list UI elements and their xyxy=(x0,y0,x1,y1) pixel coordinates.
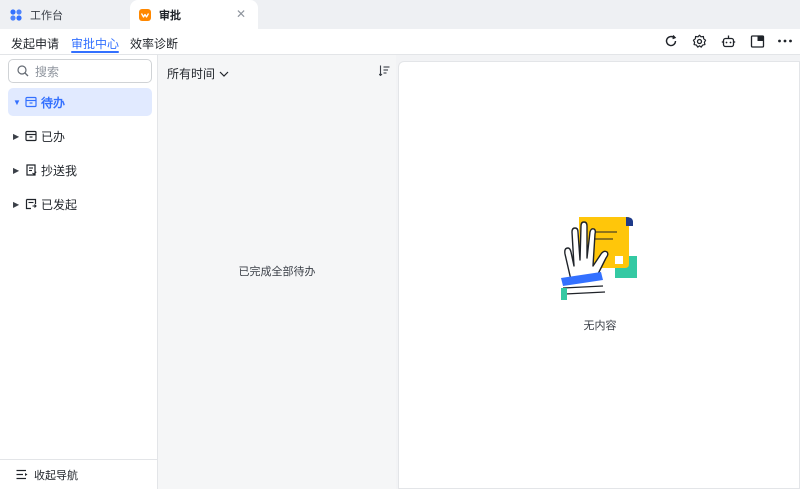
sidebar-item-done[interactable]: ▶ 已办 xyxy=(8,122,152,150)
active-tab-underline xyxy=(71,51,120,53)
refresh-icon[interactable] xyxy=(662,32,680,50)
approval-app-icon xyxy=(139,8,151,21)
cc-doc-icon xyxy=(25,164,37,176)
caret-right-icon: ▶ xyxy=(13,165,20,175)
caret-right-icon: ▶ xyxy=(13,199,20,209)
workbench-icon xyxy=(10,8,22,21)
time-filter-label: 所有时间 xyxy=(167,67,216,81)
time-filter-dropdown[interactable]: 所有时间 xyxy=(167,65,229,82)
close-icon[interactable]: ✕ xyxy=(235,7,247,21)
caret-right-icon: ▶ xyxy=(13,131,20,141)
sidebar-item-label: 待办 xyxy=(41,95,66,110)
sidebar: 搜索 ▼ 待办 ▶ 已办 ▶ 抄送我 ▶ 已发起 收起导航 xyxy=(0,55,158,489)
nav-tab-approval-center[interactable]: 审批中心 xyxy=(71,35,120,53)
sidebar-item-submitted[interactable]: ▶ 已发起 xyxy=(8,190,152,218)
empty-state-illustration xyxy=(561,217,637,300)
tab-label: 审批 xyxy=(159,9,181,22)
nav-tab-label: 审批中心 xyxy=(71,37,120,51)
tab-label: 工作台 xyxy=(30,9,63,22)
detail-pane: 无内容 xyxy=(398,61,800,489)
tab-approval[interactable]: 审批 ✕ xyxy=(130,0,258,29)
empty-list-message: 已完成全部待办 xyxy=(238,266,316,278)
search-input[interactable]: 搜索 xyxy=(8,59,152,83)
bot-icon[interactable] xyxy=(719,32,737,50)
window-icon[interactable] xyxy=(748,32,766,50)
sidebar-item-label: 已办 xyxy=(41,129,66,144)
search-icon xyxy=(17,65,29,77)
tab-workbench[interactable]: 工作台 xyxy=(0,0,130,29)
submitted-icon xyxy=(25,198,37,210)
nav-tab-efficiency[interactable]: 效率诊断 xyxy=(130,35,178,52)
collapse-nav-button[interactable]: 收起导航 xyxy=(0,459,157,489)
sidebar-item-label: 抄送我 xyxy=(41,163,78,178)
inbox-icon xyxy=(25,96,37,108)
approval-list-pane: 所有时间 已完成全部待办 xyxy=(158,55,396,489)
nav-tab-label: 效率诊断 xyxy=(130,37,179,51)
nav-tab-label: 发起申请 xyxy=(11,37,60,51)
sidebar-item-label: 已发起 xyxy=(41,197,78,212)
more-icon[interactable] xyxy=(776,32,794,50)
sidebar-item-cc[interactable]: ▶ 抄送我 xyxy=(8,156,152,184)
caret-down-icon: ▼ xyxy=(13,97,21,107)
settings-icon[interactable] xyxy=(690,32,708,50)
chevron-down-icon xyxy=(219,71,229,77)
empty-detail-message: 无内容 xyxy=(583,320,617,332)
collapse-nav-icon xyxy=(16,469,28,480)
collapse-nav-label: 收起导航 xyxy=(34,469,78,482)
sidebar-item-todo[interactable]: ▼ 待办 xyxy=(8,88,152,116)
done-box-icon xyxy=(25,130,37,142)
window-tab-strip: 工作台 审批 ✕ xyxy=(0,0,800,29)
sort-icon[interactable] xyxy=(378,65,390,79)
app-navbar: 发起申请 审批中心 效率诊断 xyxy=(0,29,800,55)
search-placeholder: 搜索 xyxy=(35,64,60,79)
nav-tab-apply[interactable]: 发起申请 xyxy=(11,35,59,52)
